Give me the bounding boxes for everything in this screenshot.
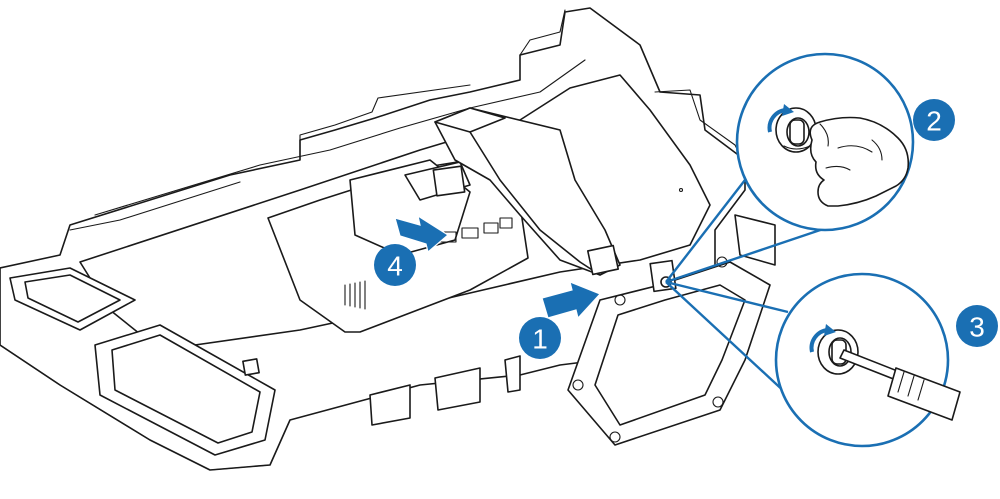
tray-latch-icon: [242, 358, 260, 376]
port-2: [461, 227, 479, 239]
base-hole-1: [572, 379, 584, 391]
tray-front-block-1: [369, 384, 411, 426]
tray-ridge-4: [519, 9, 566, 56]
leader-step-3-a: [665, 280, 789, 314]
base-hole-5: [614, 294, 626, 306]
zoom-callout-step-3: [774, 272, 961, 448]
stand-arm: [432, 107, 621, 276]
step-badge-4: 4: [374, 244, 416, 286]
stand-arm-front-face: [434, 107, 506, 133]
step-badge-2: 2: [913, 99, 955, 141]
monitor-vents: [344, 280, 366, 310]
tray-front-block-2: [434, 367, 481, 411]
base-hole-3: [712, 396, 724, 408]
tray-right-block: [734, 214, 776, 266]
step-badge-3-label: 3: [969, 312, 985, 343]
tray-front-block-3: [504, 355, 521, 393]
tray-ridge-3: [299, 84, 471, 161]
base-hole-2: [609, 431, 621, 443]
port-4: [499, 217, 513, 229]
step-badge-2-label: 2: [926, 106, 942, 137]
thumbscrew-icon-2: [817, 329, 859, 375]
hand-fingers-icon: [809, 116, 910, 207]
step-badge-3: 3: [956, 305, 998, 347]
stand-arm-edge: [469, 131, 601, 276]
blue-arrow-step-4: [394, 214, 450, 254]
tray-ridge-6: [0, 267, 271, 471]
leader-step-2-a: [665, 179, 746, 283]
stand-hinge-block: [432, 165, 466, 197]
step-badge-1: 1: [519, 317, 561, 359]
zoom-callout-step-2: [735, 52, 915, 232]
step-badge-1-label: 1: [532, 324, 548, 355]
screwdriver-icon: [839, 349, 961, 421]
tray-dot: [678, 187, 684, 193]
tray-left-compartment-inner: [24, 274, 121, 323]
port-3: [483, 222, 499, 234]
stand-foot-bracket: [586, 244, 620, 276]
tray-ridge-2: [69, 181, 241, 231]
tray-ridge-1: [94, 59, 586, 216]
blue-arrow-step-1: [541, 281, 602, 320]
thumbscrew-icon: [775, 107, 817, 153]
tray-lower-compartment-inner: [111, 334, 261, 444]
step-badge-4-label: 4: [387, 251, 403, 282]
